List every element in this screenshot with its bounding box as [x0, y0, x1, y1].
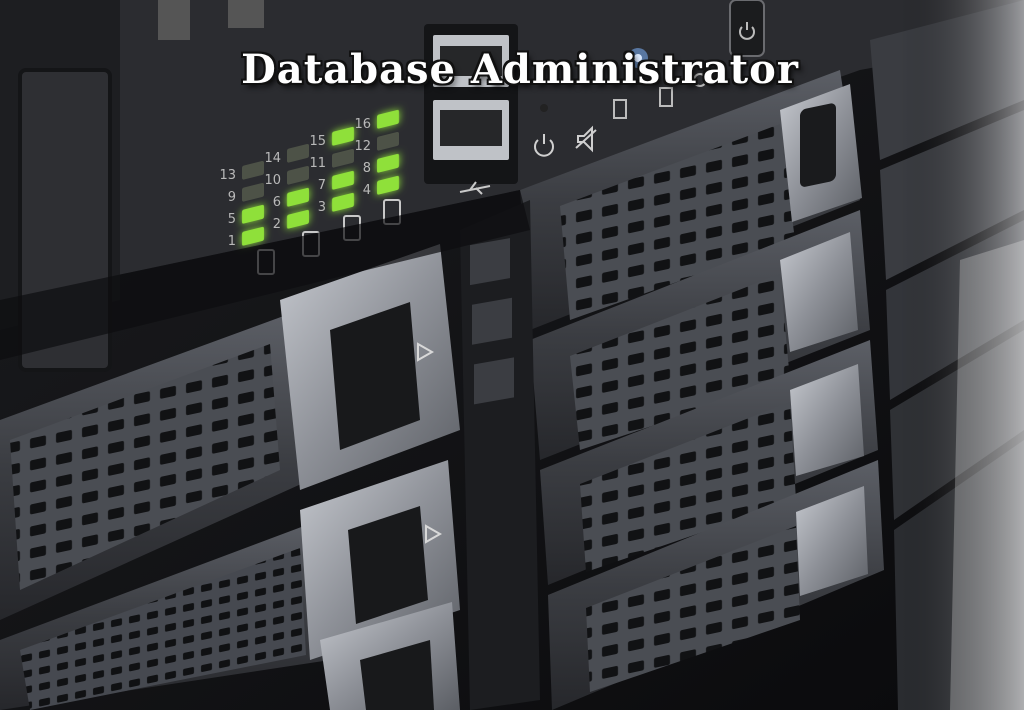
status-led	[287, 143, 309, 163]
led-number-label: 15	[309, 134, 326, 149]
page-title: Database Administrator	[241, 46, 799, 93]
led-number-label: 11	[309, 156, 326, 171]
drive-tray	[0, 244, 460, 620]
drive-tray	[548, 460, 884, 710]
status-led	[332, 192, 354, 212]
led-number-label: 14	[264, 151, 281, 166]
status-led	[287, 187, 309, 207]
mute-icon	[575, 125, 597, 153]
status-led	[332, 126, 354, 146]
led-number-label: 3	[318, 200, 326, 215]
drive-tray	[0, 460, 460, 710]
led-number-label: 1	[228, 234, 236, 249]
status-led	[287, 209, 309, 229]
status-led	[332, 148, 354, 168]
drive-tray	[530, 210, 870, 460]
status-led	[332, 170, 354, 190]
status-led	[377, 109, 399, 129]
led-number-label: 5	[228, 212, 236, 227]
led-number-label: 8	[363, 161, 371, 176]
status-led	[377, 175, 399, 195]
power-icon	[534, 134, 554, 157]
led-number-label: 7	[318, 178, 326, 193]
usb-ports	[424, 24, 518, 184]
led-number-label: 6	[273, 195, 281, 210]
led-number-label: 12	[354, 139, 371, 154]
led-number-label: 10	[264, 173, 281, 188]
status-led	[377, 131, 399, 151]
led-number-label: 16	[354, 117, 371, 132]
status-led	[242, 226, 264, 246]
status-led	[242, 160, 264, 180]
drive-tray	[320, 602, 460, 710]
status-led	[377, 153, 399, 173]
status-led	[242, 182, 264, 202]
drive-tray	[520, 70, 862, 330]
led-number-label: 2	[273, 217, 281, 232]
drive-tray	[540, 340, 878, 585]
status-led	[287, 165, 309, 185]
usb-icon	[459, 181, 491, 195]
led-number-label: 13	[219, 168, 236, 183]
led-number-label: 4	[363, 183, 371, 198]
status-led	[242, 204, 264, 224]
led-number-label: 9	[228, 190, 236, 205]
